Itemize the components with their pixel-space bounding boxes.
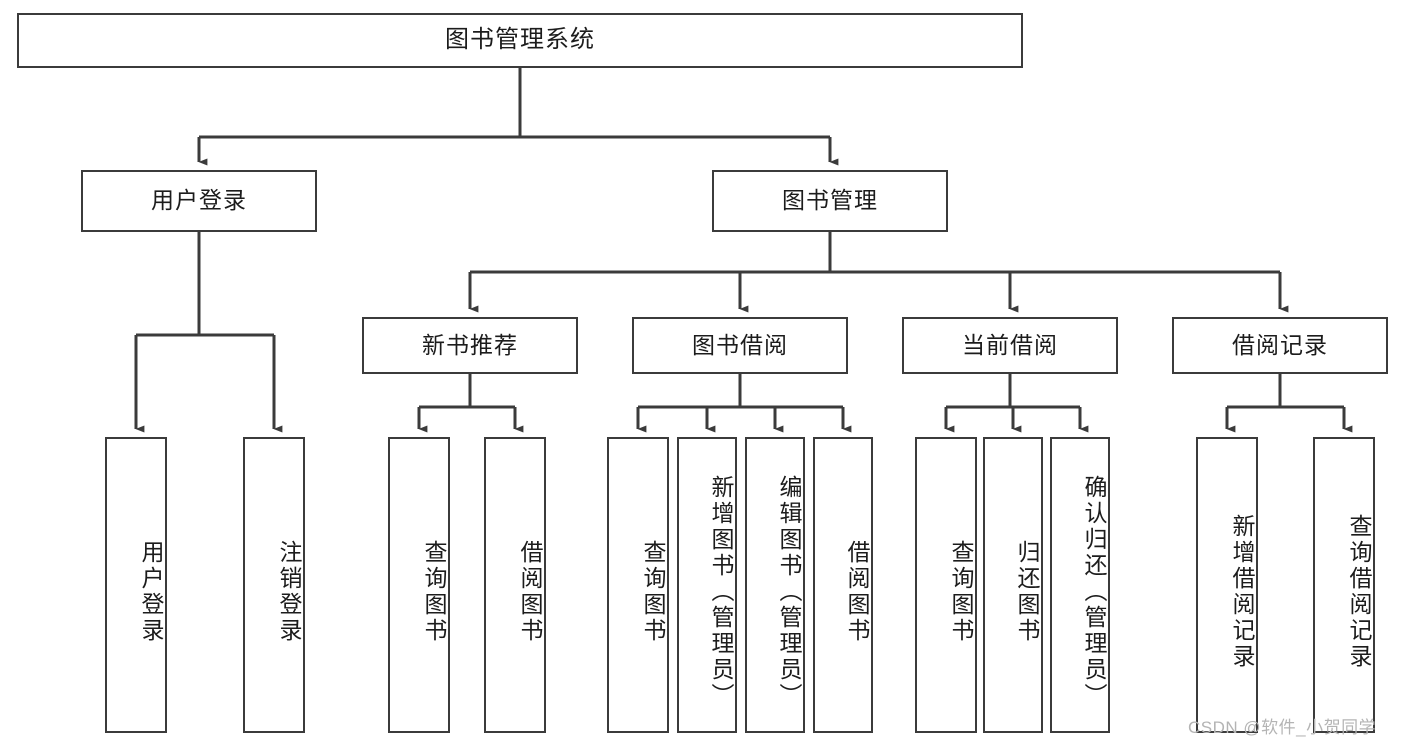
node-leaf-return-books[interactable]: 归还图书	[983, 437, 1043, 733]
node-new-book-recommendation[interactable]: 新书推荐	[362, 317, 578, 374]
node-leaf-query-books-new[interactable]: 查询图书	[388, 437, 450, 733]
node-leaf-borrow-books[interactable]: 借阅图书	[813, 437, 873, 733]
watermark: CSDN @软件_小贺同学	[1188, 718, 1377, 737]
node-leaf-query-books-current[interactable]: 查询图书	[915, 437, 977, 733]
node-leaf-confirm-return-admin[interactable]: 确认归还（管理员）	[1050, 437, 1110, 733]
node-leaf-user-logout[interactable]: 注销登录	[243, 437, 305, 733]
node-root-book-management-system[interactable]: 图书管理系统	[17, 13, 1023, 68]
node-leaf-query-borrow-record[interactable]: 查询借阅记录	[1313, 437, 1375, 733]
node-leaf-edit-book-admin[interactable]: 编辑图书（管理员）	[745, 437, 805, 733]
node-leaf-query-books-borrow[interactable]: 查询图书	[607, 437, 669, 733]
node-leaf-add-book-admin[interactable]: 新增图书（管理员）	[677, 437, 737, 733]
node-leaf-add-borrow-record[interactable]: 新增借阅记录	[1196, 437, 1258, 733]
node-user-login[interactable]: 用户登录	[81, 170, 317, 232]
node-borrowing-records[interactable]: 借阅记录	[1172, 317, 1388, 374]
node-leaf-borrow-books-new[interactable]: 借阅图书	[484, 437, 546, 733]
node-book-borrowing[interactable]: 图书借阅	[632, 317, 848, 374]
node-current-borrowing[interactable]: 当前借阅	[902, 317, 1118, 374]
node-book-management[interactable]: 图书管理	[712, 170, 948, 232]
node-leaf-user-login[interactable]: 用户登录	[105, 437, 167, 733]
